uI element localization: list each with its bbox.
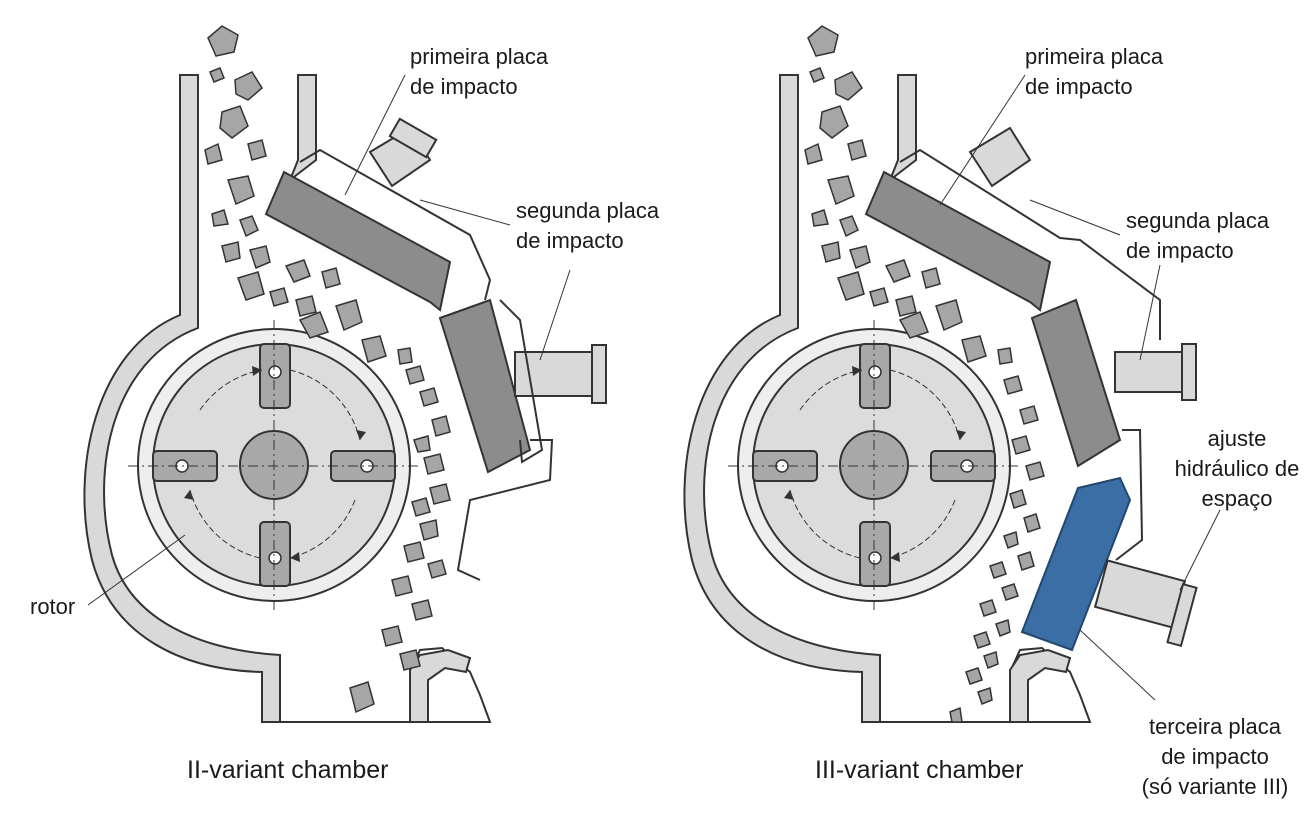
left-first-plate-label-line2: de impacto (410, 74, 518, 99)
left-rock-stream (349, 365, 451, 714)
third-plate-label-line3: (só variante III) (1141, 774, 1289, 799)
rotor-label: rotor (30, 594, 76, 619)
right-caption: III-variant chamber (815, 756, 1024, 784)
right-first-plate-label: primeira placa de impacto (1025, 42, 1163, 102)
right-third-impact-plate (1020, 429, 1198, 652)
right-rock-stream (949, 375, 1045, 723)
left-second-plate-label-line2: de impacto (516, 228, 624, 253)
right-chamber (683, 25, 1221, 723)
left-second-plate-label-line1: segunda placa (516, 198, 660, 223)
left-first-plate-label: primeira placa de impacto (410, 42, 548, 102)
third-plate-label: terceira placa de impacto (só variante I… (1118, 712, 1312, 802)
gap-adjust-label: ajuste hidráulico de espaço (1162, 424, 1312, 514)
right-second-plate-label-line1: segunda placa (1126, 208, 1270, 233)
third-plate-label-line1: terceira placa (1148, 714, 1282, 739)
right-first-impact-plate (864, 126, 1161, 340)
right-second-plate-label-line2: de impacto (1126, 238, 1234, 263)
right-first-plate-label-line1: primeira placa (1025, 44, 1164, 69)
left-second-plate-label: segunda placa de impacto (516, 196, 659, 256)
right-second-impact-plate (1030, 298, 1197, 468)
right-second-plate-label: segunda placa de impacto (1126, 206, 1269, 266)
left-chamber (83, 25, 607, 723)
gap-adjust-label-line2: hidráulico de (1174, 456, 1300, 481)
gap-adjust-label-line1: ajuste (1207, 426, 1267, 451)
gap-adjust-label-line3: espaço (1201, 486, 1273, 511)
left-second-impact-plate (438, 298, 607, 581)
left-first-impact-plate (264, 117, 492, 312)
third-plate-label-line2: de impacto (1161, 744, 1269, 769)
left-first-plate-label-line1: primeira placa (410, 44, 549, 69)
right-first-plate-label-line2: de impacto (1025, 74, 1133, 99)
left-caption: II-variant chamber (187, 756, 389, 784)
